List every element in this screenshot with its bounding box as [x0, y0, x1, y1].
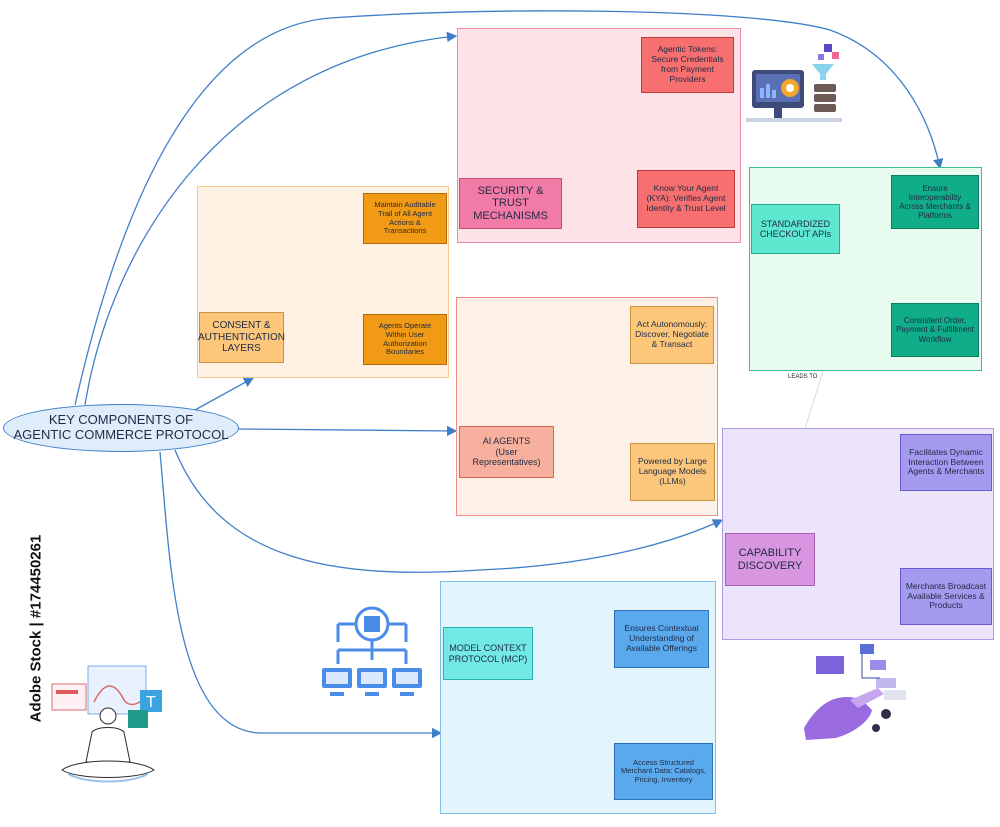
capability-item-interaction: Facilitates Dynamic Interaction Between …: [900, 434, 992, 491]
security-item-kya: Know Your Agent (KYA): Verifies Agent Id…: [637, 170, 735, 228]
mcp-item-context: Ensures Contextual Understanding of Avai…: [614, 610, 709, 668]
meditating-person-illustration: T: [51, 665, 162, 783]
dashboard-illustration: [746, 44, 842, 122]
svg-text:T: T: [146, 694, 156, 711]
edge-root-mcp: [159, 451, 443, 739]
agents-item-llm: Powered by Large Language Models (LLMs): [630, 443, 715, 501]
agents-item-autonomous: Act Autonomously: Discover, Negotiate & …: [630, 306, 714, 364]
capability-item-broadcast: Merchants Broadcast Available Services &…: [900, 568, 992, 625]
edge-root-agents: [238, 425, 458, 437]
agents-title-node: AI AGENTS (User Representatives): [459, 426, 554, 478]
stock-watermark: Adobe Stock | #174450261: [27, 534, 45, 723]
robot-hand-illustration: [804, 644, 906, 740]
checkout-item-interop: Ensure Interoperability Across Merchants…: [891, 175, 979, 229]
network-gear-illustration: [322, 606, 422, 696]
checkout-item-workflow: Consistent Order, Payment & Fulfillment …: [891, 303, 979, 357]
leads-to-label: LEADS TO: [788, 374, 818, 380]
mcp-title-node: MODEL CONTEXT PROTOCOL (MCP): [443, 627, 533, 680]
checkout-title-node: STANDARDIZED CHECKOUT APIs: [751, 204, 840, 254]
consent-item-boundaries: Agents Operate Within User Authorization…: [363, 314, 447, 365]
mcp-item-structured: Access Structured Merchant Data: Catalog…: [614, 743, 713, 800]
edge-root-security: [84, 31, 458, 406]
consent-title-node: CONSENT & AUTHENTICATION LAYERS: [198, 312, 285, 363]
security-title-node: SECURITY & TRUST MECHANISMS: [459, 178, 562, 229]
edge-root-capability: [174, 449, 724, 573]
consent-item-trail: Maintain Auditable Trail of All Agent Ac…: [363, 193, 447, 244]
security-item-tokens: Agentic Tokens: Secure Credentials from …: [641, 37, 734, 93]
capability-title-node: CAPABILITY DISCOVERY: [725, 533, 815, 586]
edge-root-checkout: [74, 10, 944, 406]
edge-root-consent: [194, 377, 255, 411]
root-node: KEY COMPONENTS OF AGENTIC COMMERCE PROTO…: [3, 404, 239, 452]
